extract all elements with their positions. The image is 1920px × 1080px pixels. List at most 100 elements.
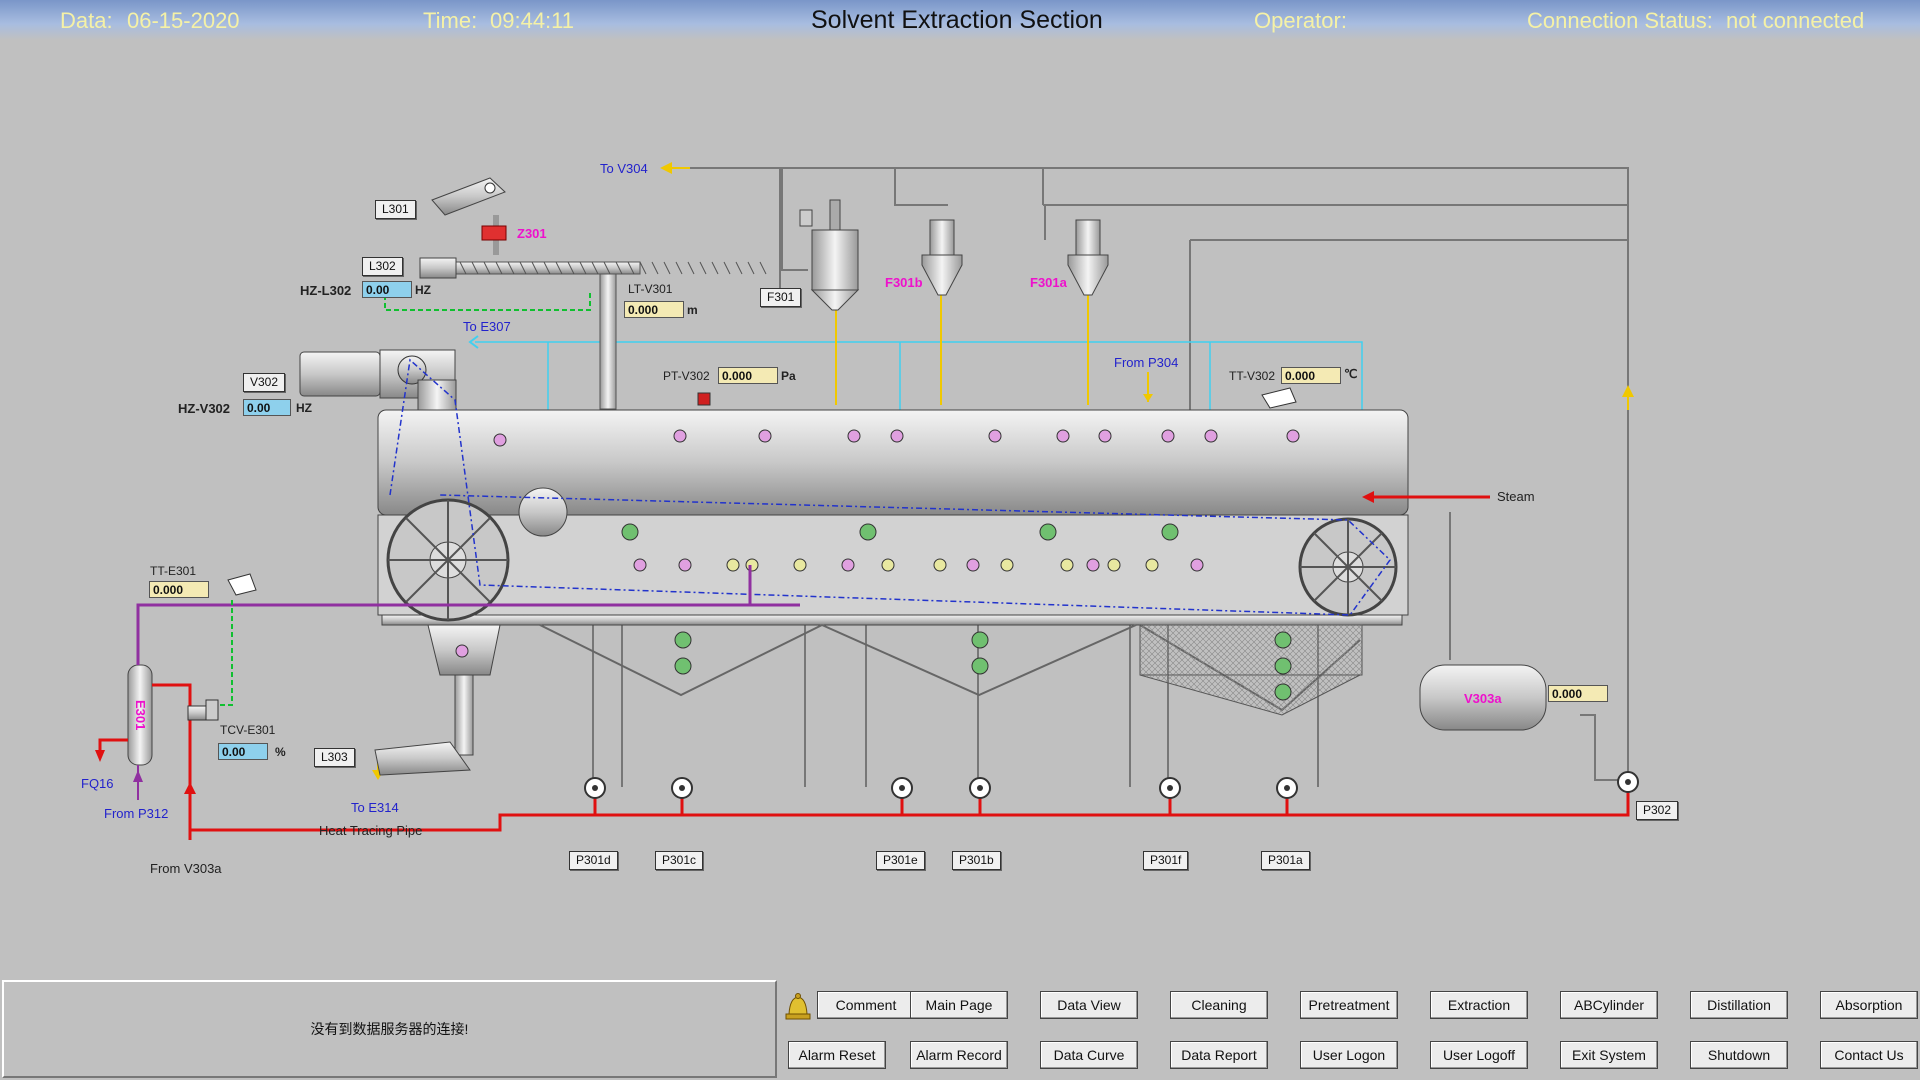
tt-e301-value: 0.000 (149, 581, 209, 598)
connection-status-value: not connected (1726, 8, 1865, 33)
label-to-e314: To E314 (351, 800, 399, 815)
z301-valve (481, 225, 507, 241)
tt-e301-tag: TT-E301 (150, 564, 197, 578)
label-from-p312: From P312 (104, 806, 169, 821)
pumps (584, 771, 1639, 799)
extractor-v302 (374, 409, 1409, 776)
comment-button[interactable]: Comment (817, 991, 915, 1019)
label-from-p304: From P304 (1114, 355, 1179, 370)
label-steam: Steam (1497, 489, 1535, 504)
f301b-cyclone (921, 219, 963, 296)
tag-l302: L302 (362, 257, 403, 276)
tt-v302-tag: TT-V302 (1229, 369, 1276, 383)
tt-e301-sensor (227, 573, 257, 596)
tag-p301d: P301d (569, 851, 618, 870)
process-diagram (95, 162, 1639, 840)
tag-p301e: P301e (876, 851, 925, 870)
tag-p302: P302 (1636, 801, 1679, 820)
tag-v302: V302 (243, 373, 286, 392)
label-f301a: F301a (1030, 275, 1067, 290)
tt-v302-value: 0.000 (1281, 367, 1341, 384)
f301a-cyclone (1067, 219, 1109, 296)
data-curve-button[interactable]: Data Curve (1040, 1041, 1138, 1069)
alarm-record-button[interactable]: Alarm Record (910, 1041, 1008, 1069)
tag-p301c: P301c (655, 851, 704, 870)
v303a-level-value: 0.000 (1548, 685, 1608, 702)
tag-p301b: P301b (952, 851, 1001, 870)
label-fq16: FQ16 (81, 776, 114, 791)
hz-v302-value[interactable]: 0.00 (243, 399, 291, 416)
tt-v302-sensor (1261, 387, 1297, 409)
time-value: 09:44:11 (490, 8, 575, 33)
flow-arrows (372, 162, 1634, 780)
pt-v302-value: 0.000 (718, 367, 778, 384)
connection-message-panel: 没有到数据服务器的连接! (2, 980, 777, 1078)
data-view-button[interactable]: Data View (1040, 991, 1138, 1019)
tag-p301a: P301a (1261, 851, 1310, 870)
distillation-button[interactable]: Distillation (1690, 991, 1788, 1019)
hz-l302-unit: HZ (415, 283, 431, 297)
return-pipe (468, 335, 1363, 410)
v303a-tank (1419, 664, 1547, 731)
label-to-v304: To V304 (600, 161, 648, 176)
pt-v302-sensor (697, 392, 711, 406)
label-from-v303a: From V303a (150, 861, 222, 876)
sight-glasses (455, 429, 1300, 701)
tt-v302-unit: ℃ (1344, 367, 1358, 381)
hz-v302-tag: HZ-V302 (178, 401, 231, 416)
lt-v301-tag: LT-V301 (628, 282, 673, 296)
from-p312-arrow (133, 770, 143, 782)
time-label: Time: (423, 8, 478, 33)
control-valve-tcv-e301 (187, 699, 219, 721)
connection-message: 没有到数据服务器的连接! (310, 1021, 469, 1037)
control-signal-lines (210, 290, 591, 706)
red-arrows (95, 491, 1374, 794)
contact-us-button[interactable]: Contact Us (1820, 1041, 1918, 1069)
date-label: Data: (60, 8, 113, 33)
pt-v302-unit: Pa (781, 369, 796, 383)
title-bar: Data: 06-15-2020 Time: 09:44:11 Solvent … (0, 0, 1920, 40)
label-to-e307: To E307 (463, 319, 511, 334)
lt-v301-value: 0.000 (624, 301, 684, 318)
main-page-button[interactable]: Main Page (910, 991, 1008, 1019)
hz-l302-tag: HZ-L302 (300, 283, 352, 298)
product-line (98, 495, 1630, 840)
lt-v301-unit: m (687, 303, 698, 317)
date-value: 06-15-2020 (127, 8, 240, 33)
abcylinder-button[interactable]: ABCylinder (1560, 991, 1658, 1019)
alarm-reset-button[interactable]: Alarm Reset (788, 1041, 886, 1069)
pt-v302-tag: PT-V302 (663, 369, 710, 383)
label-z301: Z301 (517, 226, 547, 241)
data-report-button[interactable]: Data Report (1170, 1041, 1268, 1069)
tag-p301f: P301f (1143, 851, 1189, 870)
connection-status-label: Connection Status: (1527, 8, 1713, 33)
label-v303a: V303a (1464, 691, 1502, 706)
cleaning-button[interactable]: Cleaning (1170, 991, 1268, 1019)
hz-v302-unit: HZ (296, 401, 312, 415)
label-f301b: F301b (885, 275, 923, 290)
tcv-e301-tag: TCV-E301 (220, 723, 276, 737)
label-heat-tracing-pipe: Heat Tracing Pipe (319, 823, 423, 838)
f301-filter (799, 199, 860, 311)
user-logoff-button[interactable]: User Logoff (1430, 1041, 1528, 1069)
user-logon-button[interactable]: User Logon (1300, 1041, 1398, 1069)
e301-heater (127, 664, 153, 766)
operator-label: Operator: (1254, 8, 1347, 33)
feed-pipes (377, 167, 1629, 775)
label-e301: E301 (133, 700, 148, 731)
tcv-e301-value[interactable]: 0.00 (218, 743, 268, 760)
page-title: Solvent Extraction Section (811, 6, 1103, 34)
extraction-button[interactable]: Extraction (1430, 991, 1528, 1019)
screw-conveyor-l302 (419, 257, 767, 410)
vapor-pipes (592, 167, 1629, 787)
feed-chute-l301 (431, 177, 506, 255)
pretreatment-button[interactable]: Pretreatment (1300, 991, 1398, 1019)
alarm-bell-icon[interactable] (784, 990, 812, 1022)
absorption-button[interactable]: Absorption (1820, 991, 1918, 1019)
shutdown-button[interactable]: Shutdown (1690, 1041, 1788, 1069)
tag-f301: F301 (760, 288, 802, 307)
hz-l302-value[interactable]: 0.00 (362, 281, 412, 298)
exit-system-button[interactable]: Exit System (1560, 1041, 1658, 1069)
tag-l303: L303 (314, 748, 355, 767)
tag-l301: L301 (375, 200, 416, 219)
